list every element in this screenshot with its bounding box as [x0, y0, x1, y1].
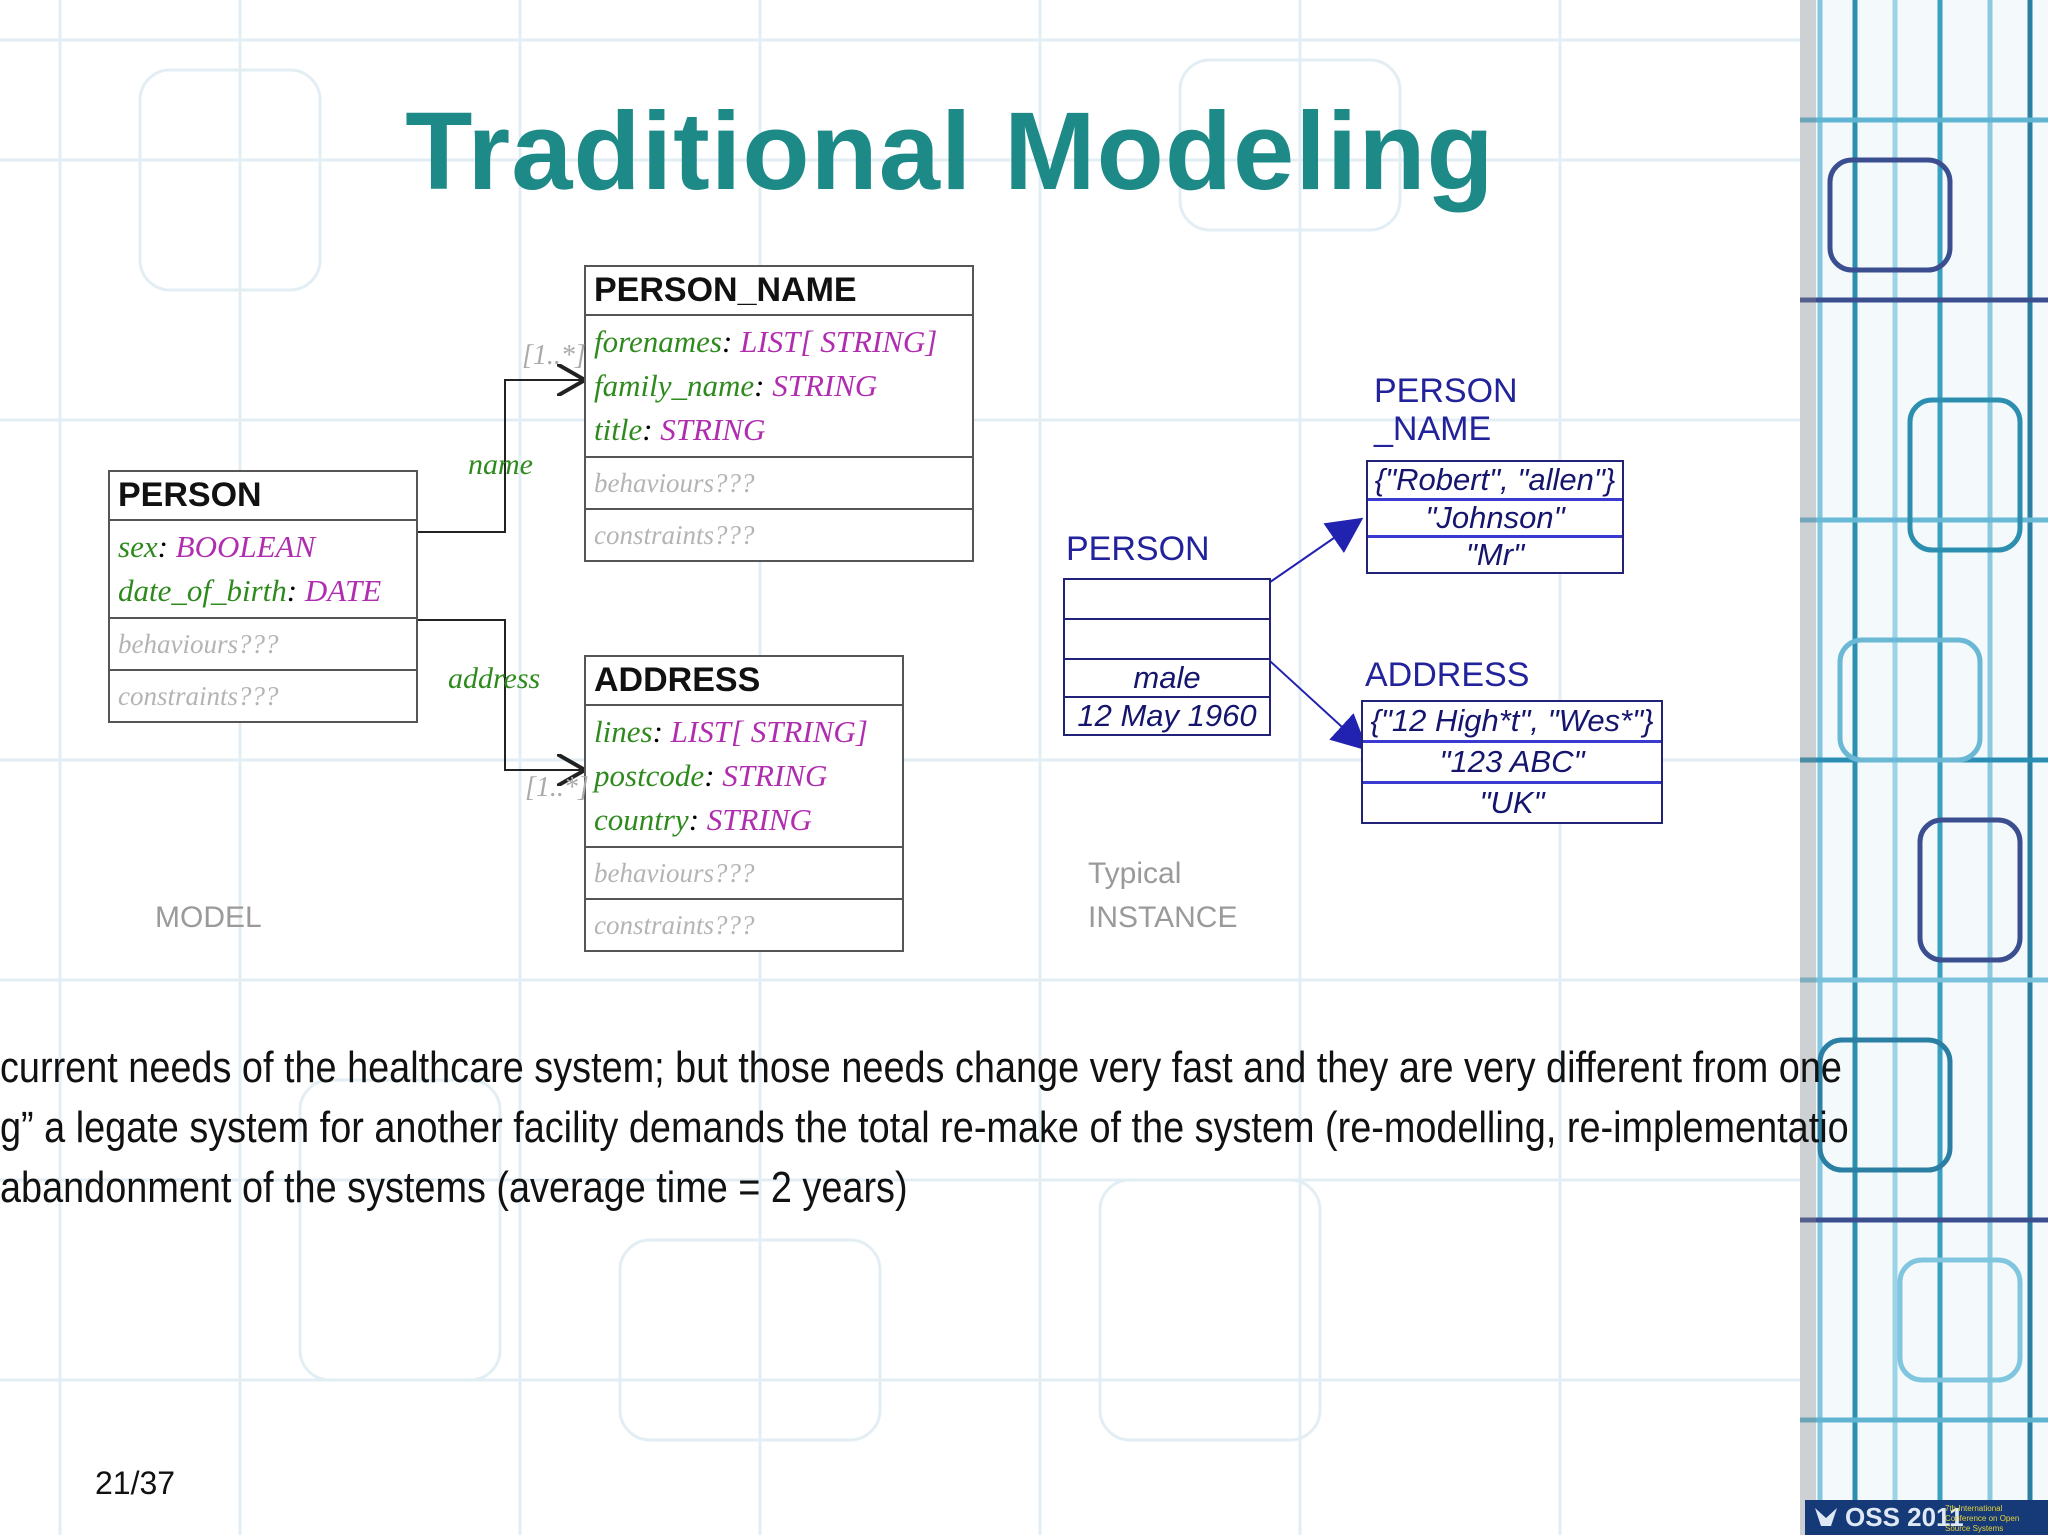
attribute-row: date_of_birth: DATE: [118, 573, 382, 608]
decorative-panel: [1800, 0, 2048, 1535]
attribute-row: title: STRING: [594, 412, 766, 447]
instance-cell: [1065, 580, 1269, 620]
attribute-row: lines: LIST[ STRING]: [594, 714, 868, 749]
name-multiplicity: [1..*]: [522, 340, 586, 371]
instance-cell: male: [1065, 660, 1269, 698]
attribute-row: forenames: LIST[ STRING]: [594, 324, 938, 359]
instance-cell: "123 ABC": [1363, 743, 1661, 784]
attribute-row: family_name: STRING: [594, 368, 878, 403]
model-caption: MODEL: [155, 901, 262, 934]
behaviours-section: behaviours???: [586, 848, 902, 900]
slide-title: Traditional Modeling: [405, 90, 1495, 213]
address-class-header: ADDRESS: [586, 657, 902, 706]
instance-address-label: ADDRESS: [1365, 656, 1530, 694]
address-class-box: ADDRESS lines: LIST[ STRING] postcode: S…: [584, 655, 904, 952]
address-association-label: address: [448, 662, 541, 695]
instance-cell: 12 May 1960: [1077, 698, 1257, 733]
constraints-section: constraints???: [594, 910, 755, 940]
behaviours-section: behaviours???: [586, 458, 972, 510]
instance-cell: "Johnson": [1368, 501, 1622, 538]
instance-cell: [1065, 620, 1269, 660]
instance-cell: "Mr": [1465, 538, 1525, 572]
person-attributes: sex: BOOLEAN date_of_birth: DATE: [110, 521, 416, 619]
oss-bird-icon: [1815, 1508, 1837, 1526]
bullet-text: current needs of the healthcare system; …: [0, 1038, 1849, 1218]
instance-person-name-label: PERSON _NAME: [1374, 372, 1518, 448]
oss-logo-text: OSS 2011: [1845, 1502, 1964, 1532]
instance-cell: "UK": [1479, 785, 1545, 820]
bullet-line: g” a legate system for another facility …: [0, 1103, 1849, 1152]
behaviours-section: behaviours???: [110, 619, 416, 671]
bullet-line: current needs of the healthcare system; …: [0, 1043, 1842, 1092]
attribute-row: country: STRING: [594, 802, 812, 837]
bullet-line: abandonment of the systems (average time…: [0, 1163, 908, 1212]
constraints-section: constraints???: [594, 520, 755, 550]
person-class-header: PERSON: [110, 472, 416, 521]
page-number: 21/37: [95, 1465, 176, 1501]
person-name-class-header: PERSON_NAME: [586, 267, 972, 316]
oss-logo-subtitle: 7th International Conference on Open Sou…: [1945, 1504, 2020, 1533]
person-name-class-box: PERSON_NAME forenames: LIST[ STRING] fam…: [584, 265, 974, 562]
address-attributes: lines: LIST[ STRING] postcode: STRING co…: [586, 706, 902, 848]
instance-caption: Typical INSTANCE: [1088, 857, 1238, 934]
name-association-label: name: [468, 448, 533, 481]
oss-2011-logo: OSS 2011 7th International Conference on…: [1805, 1500, 2048, 1535]
attribute-row: postcode: STRING: [594, 758, 828, 793]
address-multiplicity: [1..*]: [525, 772, 589, 803]
attribute-row: sex: BOOLEAN: [118, 529, 316, 564]
person-class-box: PERSON sex: BOOLEAN date_of_birth: DATE …: [108, 470, 418, 723]
constraints-section: constraints???: [118, 681, 279, 711]
instance-cell: {"12 High*t", "Wes*"}: [1363, 702, 1661, 743]
instance-address-box: {"12 High*t", "Wes*"} "123 ABC" "UK": [1361, 700, 1663, 824]
instance-person-box: male 12 May 1960: [1063, 578, 1271, 736]
instance-cell: {"Robert", "allen"}: [1368, 462, 1622, 501]
instance-person-label: PERSON: [1066, 530, 1210, 568]
instance-person-name-box: {"Robert", "allen"} "Johnson" "Mr": [1366, 460, 1624, 574]
person-name-attributes: forenames: LIST[ STRING] family_name: ST…: [586, 316, 972, 458]
